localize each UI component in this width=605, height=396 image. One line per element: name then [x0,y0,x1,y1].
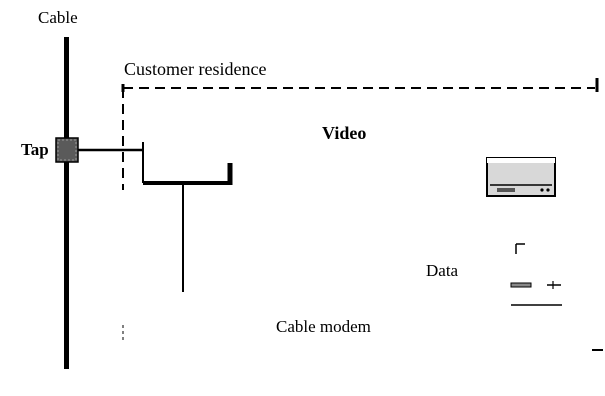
cable-label: Cable [38,8,78,27]
tap-label: Tap [21,140,49,159]
customer-residence-label: Customer residence [124,59,267,79]
residence-boundary [121,78,603,351]
cable-modem-label: Cable modem [276,317,371,336]
splitter [142,142,233,292]
cable-line [64,37,69,369]
data-label: Data [426,261,459,280]
video-label: Video [322,123,367,143]
tv-monitor-icon [486,157,556,197]
computer-icon [510,243,562,306]
tap-box [55,137,79,163]
